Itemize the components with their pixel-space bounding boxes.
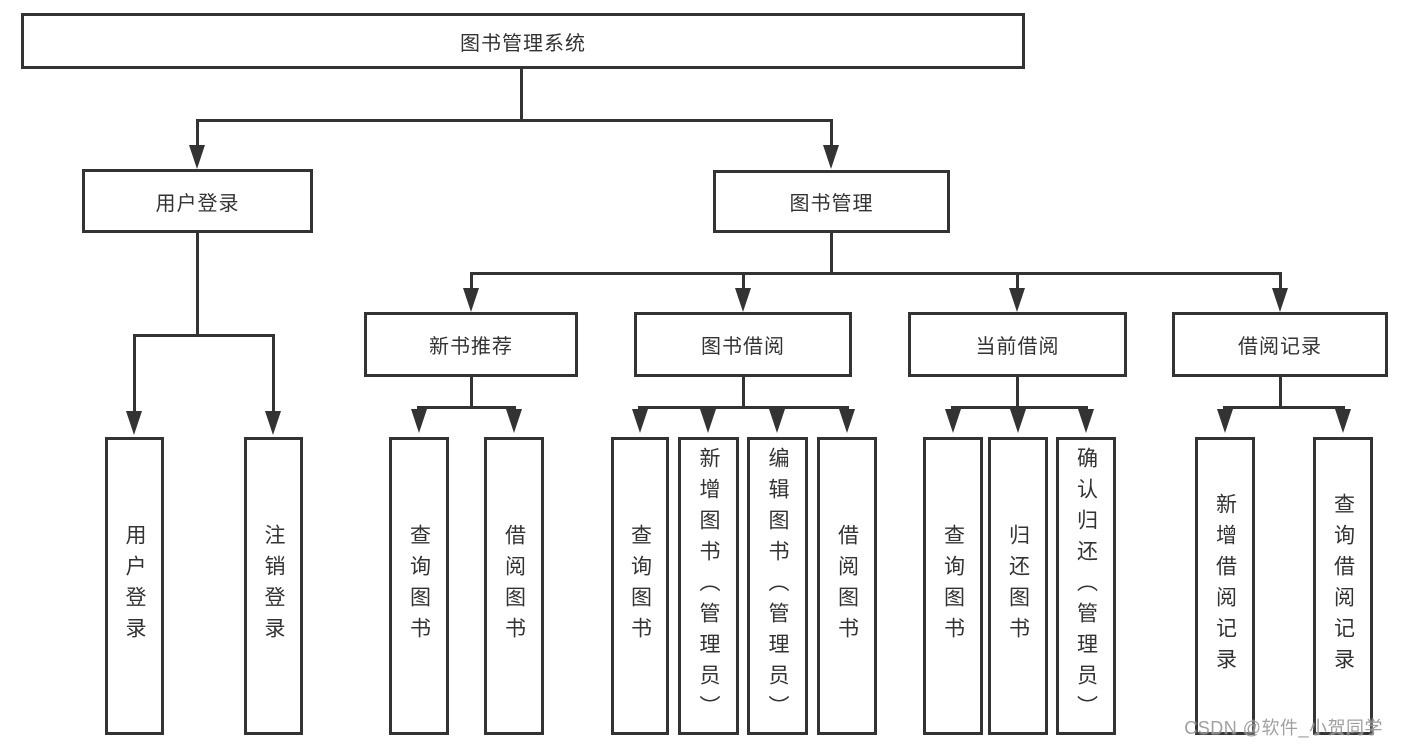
leaf-query-books: 查询图书: [389, 437, 449, 735]
arrowhead-down-icon: [1009, 288, 1025, 312]
arrowhead-down-icon: [700, 409, 716, 433]
leaf-borrow-books-label: 借阅图书: [502, 524, 526, 648]
leaf-edit-books-admin: 编辑图书（管理员）: [747, 437, 808, 735]
leaf-logout-label: 注销登录: [262, 524, 286, 648]
leaf-query-books-label: 查询图书: [407, 524, 431, 648]
connector-line: [470, 272, 473, 292]
leaf-return-books: 归还图书: [988, 437, 1048, 735]
connector-line: [742, 377, 745, 409]
node-borrow-records-label: 借阅记录: [1238, 336, 1322, 358]
arrowhead-down-icon: [945, 409, 961, 433]
leaf-query-borrow-record-label: 查询借阅记录: [1331, 493, 1355, 679]
connector-line: [470, 377, 473, 409]
arrowhead-down-icon: [463, 288, 479, 312]
arrowhead-down-icon: [189, 145, 205, 169]
connector-line: [272, 334, 275, 413]
arrowhead-down-icon: [632, 409, 648, 433]
arrowhead-down-icon: [506, 409, 522, 433]
connector-line: [417, 406, 516, 409]
arrowhead-down-icon: [839, 409, 855, 433]
leaf-edit-books-admin-label: 编辑图书（管理员）: [766, 446, 790, 726]
leaf-add-books-admin-label: 新增图书（管理员）: [697, 446, 721, 726]
connector-line: [520, 69, 523, 121]
leaf-borrow-books: 借阅图书: [484, 437, 544, 735]
arrowhead-down-icon: [265, 411, 281, 435]
arrowhead-down-icon: [823, 145, 839, 169]
arrowhead-down-icon: [1272, 288, 1288, 312]
connector-line: [951, 406, 1088, 409]
connector-line: [638, 406, 849, 409]
node-new-book-rec-label: 新书推荐: [429, 336, 513, 358]
leaf-query-books: 查询图书: [923, 437, 983, 735]
connector-line: [196, 119, 833, 122]
connector-line: [830, 119, 833, 147]
connector-line: [196, 119, 199, 147]
node-book-mgmt: 图书管理: [713, 170, 950, 233]
leaf-add-books-admin: 新增图书（管理员）: [678, 437, 739, 735]
arrowhead-down-icon: [1010, 409, 1026, 433]
node-new-book-rec: 新书推荐: [364, 312, 578, 377]
node-borrow-records: 借阅记录: [1172, 312, 1388, 377]
csdn-watermark: CSDN @软件_小贺同学: [1184, 718, 1383, 738]
leaf-user-login-label: 用户登录: [123, 524, 147, 648]
connector-line: [1016, 272, 1019, 292]
node-root: 图书管理系统: [21, 13, 1025, 69]
leaf-logout: 注销登录: [244, 437, 303, 735]
leaf-query-books: 查询图书: [611, 437, 669, 735]
leaf-query-books-label: 查询图书: [628, 524, 652, 648]
node-book-borrow-label: 图书借阅: [701, 336, 785, 358]
connector-line: [742, 272, 745, 292]
leaf-confirm-return-admin-label: 确认归还（管理员）: [1074, 446, 1098, 726]
connector-line: [1223, 406, 1345, 409]
leaf-confirm-return-admin: 确认归还（管理员）: [1056, 437, 1116, 735]
arrowhead-down-icon: [735, 288, 751, 312]
leaf-query-books-label: 查询图书: [941, 524, 965, 648]
arrowhead-down-icon: [126, 411, 142, 435]
node-user-login-label: 用户登录: [155, 192, 240, 215]
node-user-login: 用户登录: [82, 169, 313, 233]
leaf-add-borrow-record: 新增借阅记录: [1195, 437, 1255, 735]
node-current-borrow-label: 当前借阅: [975, 336, 1060, 358]
connector-line: [470, 272, 1282, 275]
connector-line: [133, 334, 275, 337]
arrowhead-down-icon: [769, 409, 785, 433]
leaf-borrow-books-label: 借阅图书: [835, 524, 859, 648]
leaf-user-login: 用户登录: [105, 437, 164, 735]
leaf-add-borrow-record-label: 新增借阅记录: [1213, 493, 1237, 679]
node-root-label: 图书管理系统: [460, 32, 586, 55]
arrowhead-down-icon: [1217, 409, 1233, 433]
arrowhead-down-icon: [1335, 409, 1351, 433]
leaf-return-books-label: 归还图书: [1006, 524, 1030, 648]
connector-line: [133, 334, 136, 413]
connector-line: [1279, 377, 1282, 409]
node-book-mgmt-label: 图书管理: [789, 193, 874, 215]
connector-line: [1279, 272, 1282, 292]
arrowhead-down-icon: [1078, 409, 1094, 433]
node-book-borrow: 图书借阅: [634, 312, 852, 377]
connector-line: [1016, 377, 1019, 409]
arrowhead-down-icon: [411, 409, 427, 433]
connector-line: [830, 233, 833, 274]
leaf-borrow-books: 借阅图书: [817, 437, 877, 735]
node-current-borrow: 当前借阅: [908, 312, 1127, 377]
connector-line: [196, 233, 199, 336]
leaf-query-borrow-record: 查询借阅记录: [1313, 437, 1373, 735]
